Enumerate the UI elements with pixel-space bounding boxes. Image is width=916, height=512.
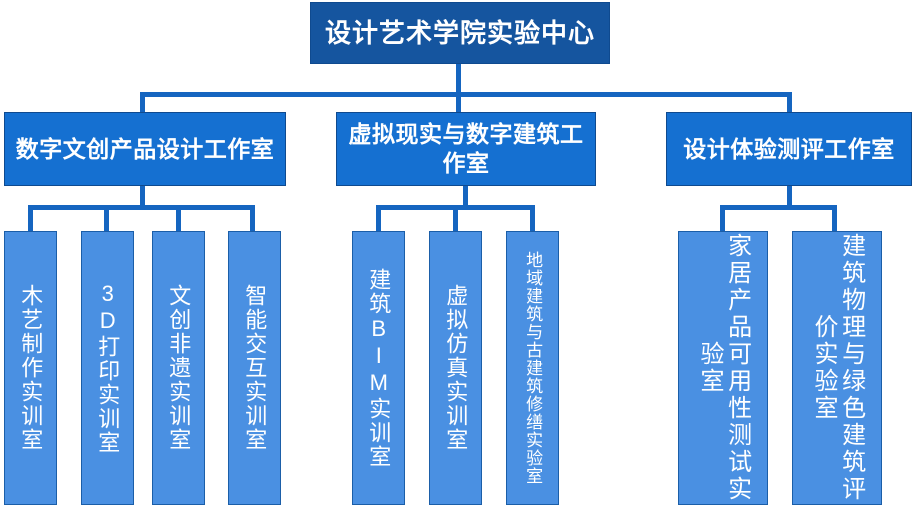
connector-group1-drop-3 [176, 205, 181, 231]
node-studio-1-label: 数字文创产品设计工作室 [15, 135, 275, 162]
connector-root-stem [456, 62, 461, 94]
node-lab-8[interactable]: 家居产品可用性测试实验室 [678, 231, 768, 505]
node-lab-4-label: 智能交互实训室 [242, 284, 268, 452]
node-lab-5[interactable]: 建筑BIM实训室 [352, 231, 405, 505]
node-studio-2[interactable]: 虚拟现实与数字建筑工作室 [336, 112, 596, 186]
connector-group2-drop-1 [376, 205, 381, 231]
connector-group1-drop-2 [104, 205, 109, 231]
node-lab-2-label: 3D打印实训室 [95, 281, 121, 455]
node-lab-4[interactable]: 智能交互实训室 [228, 231, 281, 505]
node-lab-3-label: 文创非遗实训室 [166, 284, 192, 452]
node-studio-3-label: 设计体验测评工作室 [683, 135, 895, 162]
connector-group3-stem [787, 185, 792, 207]
connector-group1-drop-1 [28, 205, 33, 231]
connector-group1-drop-4 [250, 205, 255, 231]
node-root[interactable]: 设计艺术学院实验中心 [310, 2, 610, 64]
connector-group2-stem [463, 185, 468, 207]
connector-studio-bus [140, 92, 792, 97]
node-lab-8-label: 家居产品可用性测试实验室 [696, 233, 751, 503]
connector-group2-drop-2 [453, 205, 458, 231]
node-studio-1[interactable]: 数字文创产品设计工作室 [4, 112, 286, 186]
connector-group1-stem [140, 185, 145, 207]
node-lab-2[interactable]: 3D打印实训室 [81, 231, 134, 505]
node-lab-7-label: 地域建筑与古建筑修缮实验室 [523, 251, 543, 485]
node-lab-5-label: 建筑BIM实训室 [366, 267, 392, 469]
node-lab-1-label: 木艺制作实训室 [18, 284, 44, 452]
node-studio-2-label: 虚拟现实与数字建筑工作室 [348, 121, 584, 176]
connector-studio-drop-3 [787, 92, 792, 114]
node-lab-1[interactable]: 木艺制作实训室 [4, 231, 57, 505]
node-lab-6[interactable]: 虚拟仿真实训室 [429, 231, 482, 505]
connector-studio-drop-2 [456, 92, 461, 114]
connector-group2-drop-3 [530, 205, 535, 231]
node-lab-7[interactable]: 地域建筑与古建筑修缮实验室 [506, 231, 559, 505]
node-lab-6-label: 虚拟仿真实训室 [443, 284, 469, 452]
connector-group3-drop-1 [720, 205, 725, 231]
connector-studio-drop-1 [140, 92, 145, 114]
node-lab-9[interactable]: 建筑物理与绿色建筑评价实验室 [792, 231, 882, 505]
connector-group1-bus [28, 205, 255, 210]
node-lab-9-label: 建筑物理与绿色建筑评价实验室 [810, 233, 865, 503]
node-lab-3[interactable]: 文创非遗实训室 [152, 231, 205, 505]
connector-group3-drop-2 [832, 205, 837, 231]
node-studio-3[interactable]: 设计体验测评工作室 [666, 112, 912, 186]
node-root-label: 设计艺术学院实验中心 [324, 17, 595, 48]
connector-group3-bus [720, 205, 837, 210]
